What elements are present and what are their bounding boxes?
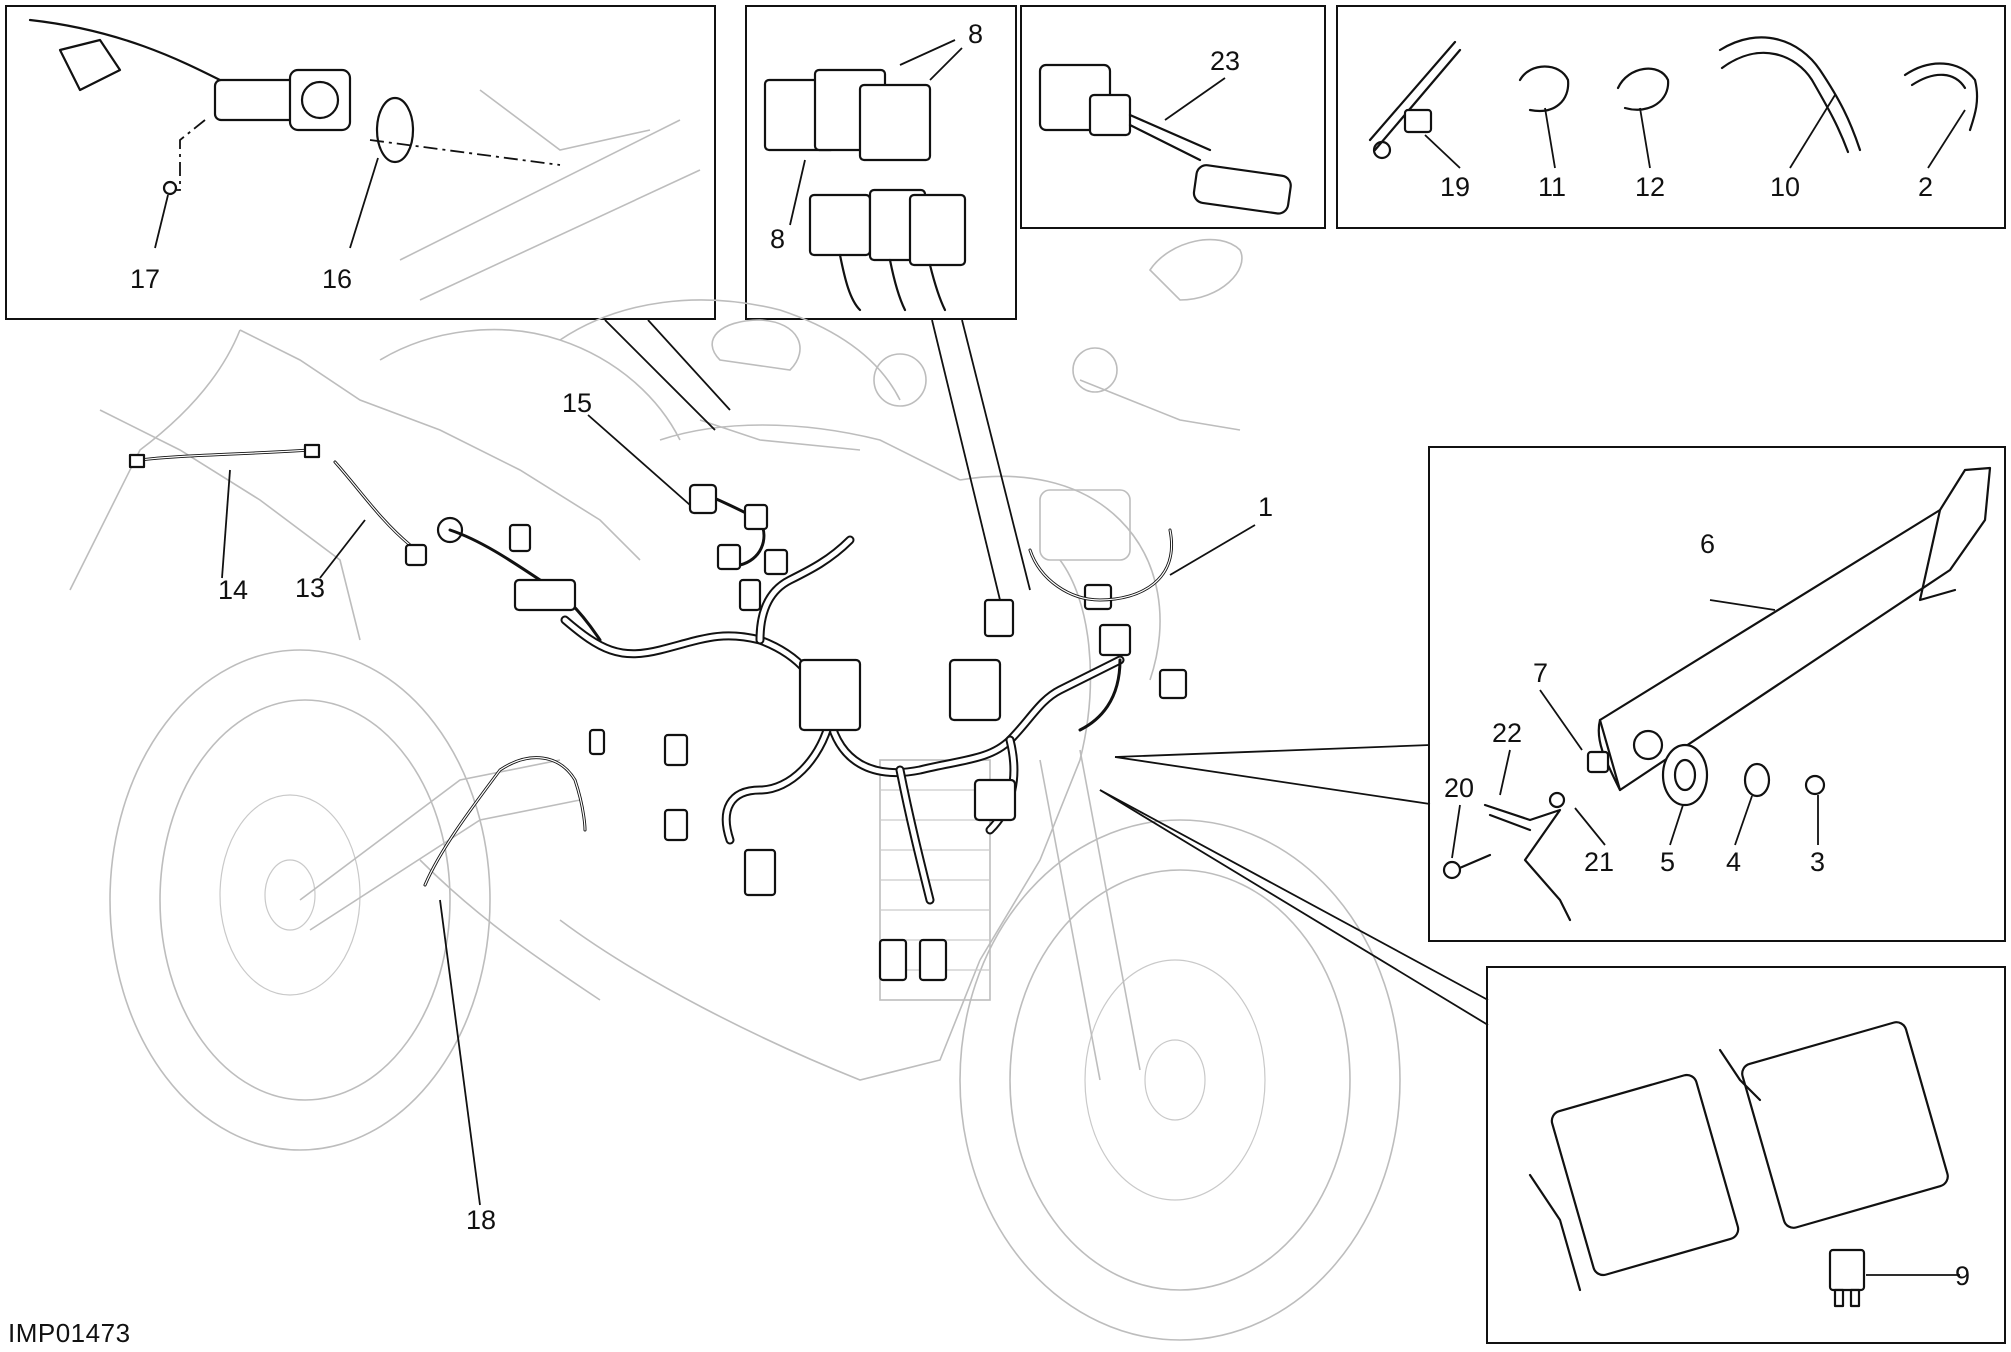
callout-10: 10 — [1770, 172, 1800, 202]
callout-13: 13 — [295, 573, 325, 603]
callout-8-bottom: 8 — [770, 224, 785, 254]
wiring-harness-18 — [423, 728, 606, 887]
callout-1: 1 — [1258, 492, 1273, 522]
callout-8-top: 8 — [968, 19, 983, 49]
callout-17: 17 — [130, 264, 160, 294]
callout-7: 7 — [1533, 658, 1548, 688]
wiring-harness-15 — [688, 483, 789, 612]
callout-12: 12 — [1635, 172, 1665, 202]
callout-numbers: 1 2 3 4 5 6 7 8 8 9 10 11 12 13 14 15 16… — [130, 19, 1970, 1291]
inset-panel-connector-17-16 — [5, 5, 716, 320]
inset-leader-lines — [221, 319, 1489, 1206]
callout-3: 3 — [1810, 847, 1825, 877]
callout-18: 18 — [466, 1205, 496, 1235]
wiring-harness-13-14 — [128, 443, 602, 642]
callout-20: 20 — [1444, 773, 1474, 803]
harness-connectors — [663, 583, 1188, 982]
callout-14: 14 — [218, 575, 248, 605]
callout-15: 15 — [562, 388, 592, 418]
callout-5: 5 — [1660, 847, 1675, 877]
callout-16: 16 — [322, 264, 352, 294]
motorcycle-outline-icon — [69, 238, 1401, 1341]
connector-23-drawing — [1038, 63, 1292, 215]
control-units-drawing — [1528, 1021, 1949, 1292]
relay-icon — [763, 39, 967, 312]
wiring-harness-1 — [1028, 528, 1173, 732]
connector-17-16-drawing — [28, 18, 701, 301]
callout-19: 19 — [1440, 172, 1470, 202]
callout-22: 22 — [1492, 718, 1522, 748]
callout-9: 9 — [1955, 1261, 1970, 1291]
callout-21: 21 — [1584, 847, 1614, 877]
inset-panel-ties-clips — [1336, 5, 2006, 229]
callout-6: 6 — [1700, 529, 1715, 559]
inset-panel-relays-8 — [745, 5, 1017, 320]
cable-tie-icon — [1368, 36, 1979, 169]
drawing-code: IMP01473 — [8, 1318, 131, 1348]
bracket-assembly-drawing — [1442, 466, 1992, 922]
callout-23: 23 — [1210, 46, 1240, 76]
blade-fuse-icon — [1828, 1248, 1960, 1308]
callout-11: 11 — [1538, 172, 1566, 202]
callout-2: 2 — [1918, 172, 1933, 202]
callout-4: 4 — [1726, 847, 1741, 877]
